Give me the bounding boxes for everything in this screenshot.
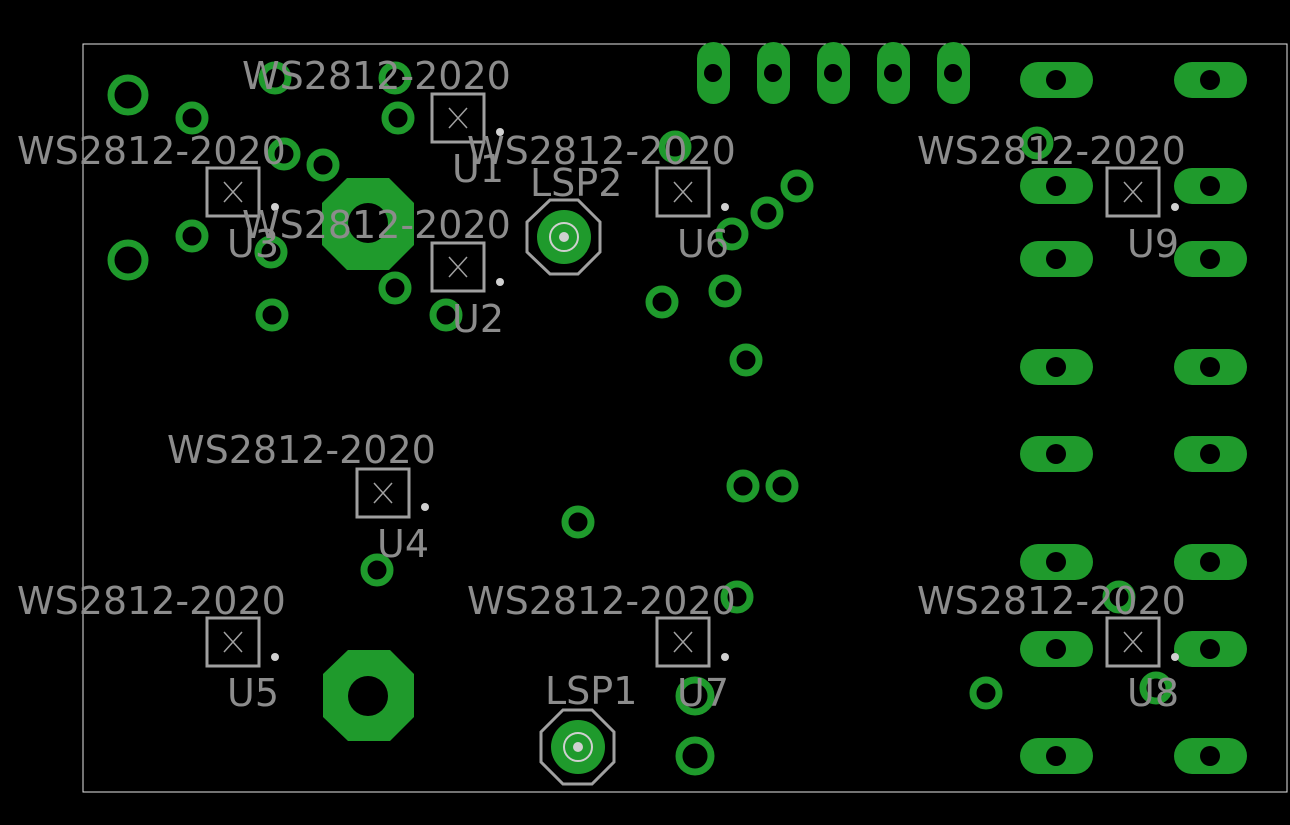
via [360, 553, 394, 587]
via [780, 169, 814, 203]
header-pin [817, 42, 850, 104]
via [1139, 671, 1173, 705]
u8-ref-label: U8 [1127, 671, 1179, 715]
oval-pad [1020, 241, 1093, 277]
led-u9 [1105, 166, 1179, 218]
oval-pad [1020, 436, 1093, 472]
via [175, 101, 209, 135]
lsp2-label: LSP2 [530, 161, 622, 205]
header-pin [697, 42, 730, 104]
via [658, 130, 692, 164]
board-outline [82, 43, 1288, 793]
oval-pad [1174, 738, 1247, 774]
oval-pad-column-right [1174, 62, 1247, 774]
via [729, 343, 763, 377]
via [765, 469, 799, 503]
header-pin [877, 42, 910, 104]
oval-pad-column-left [1020, 62, 1093, 774]
led-u7 [655, 616, 729, 668]
via-group [107, 61, 1173, 776]
oval-pad [1174, 631, 1247, 667]
u4-ref-label: U4 [377, 522, 429, 566]
led-u2 [430, 241, 504, 293]
via [378, 271, 412, 305]
via [306, 148, 340, 182]
via [254, 235, 288, 269]
silkscreen-labels: WS2812-2020 U1 WS2812-2020 U2 WS2812-202… [17, 54, 1186, 715]
via [1020, 126, 1054, 160]
via [258, 61, 292, 95]
u6-ref-label: U6 [677, 222, 729, 266]
via [107, 74, 149, 116]
u9-ref-label: U9 [1127, 222, 1179, 266]
u1-value-label: WS2812-2020 [242, 54, 511, 98]
mounting-hole-top [322, 178, 414, 270]
u5-value-label: WS2812-2020 [17, 579, 286, 623]
via [429, 298, 463, 332]
u8-value-label: WS2812-2020 [917, 579, 1186, 623]
oval-pad [1174, 62, 1247, 98]
u3-ref-label: U3 [227, 222, 279, 266]
led-u4 [355, 467, 429, 519]
via [675, 736, 715, 776]
mounting-hole-bottom [323, 650, 414, 741]
oval-pad [1020, 168, 1093, 204]
oval-pad [1174, 436, 1247, 472]
led-u1 [430, 92, 504, 144]
via [720, 580, 754, 614]
lsp1-label: LSP1 [545, 669, 637, 713]
via [675, 676, 715, 716]
via [750, 196, 784, 230]
via [726, 469, 760, 503]
via [378, 61, 412, 95]
u3-value-label: WS2812-2020 [17, 129, 286, 173]
via [107, 239, 149, 281]
pin-header-top [697, 42, 970, 104]
u7-ref-label: U7 [677, 671, 729, 715]
speaker-pad-lsp1 [539, 708, 616, 786]
via [645, 285, 679, 319]
oval-pad [1174, 349, 1247, 385]
led-u3 [205, 166, 279, 218]
oval-pad [1020, 631, 1093, 667]
via [381, 101, 415, 135]
oval-pad [1174, 544, 1247, 580]
u6-value-label: WS2812-2020 [467, 129, 736, 173]
led-u6 [655, 166, 729, 218]
u2-ref-label: U2 [452, 297, 504, 341]
via [715, 217, 749, 251]
led-u5 [205, 616, 279, 668]
oval-pad [1020, 738, 1093, 774]
led-u8 [1105, 616, 1179, 668]
oval-pad [1174, 168, 1247, 204]
via [969, 676, 1003, 710]
via [708, 274, 742, 308]
oval-pad [1174, 241, 1247, 277]
via [175, 219, 209, 253]
via [255, 298, 289, 332]
u2-value-label: WS2812-2020 [242, 203, 511, 247]
u7-value-label: WS2812-2020 [467, 579, 736, 623]
u4-value-label: WS2812-2020 [167, 428, 436, 472]
oval-pad [1020, 62, 1093, 98]
u5-ref-label: U5 [227, 671, 279, 715]
via [267, 137, 301, 171]
u1-ref-label: U1 [452, 147, 504, 191]
u9-value-label: WS2812-2020 [917, 129, 1186, 173]
via [561, 505, 595, 539]
via [1102, 580, 1136, 614]
speaker-pad-lsp2 [525, 198, 602, 276]
header-pin [937, 42, 970, 104]
oval-pad [1020, 544, 1093, 580]
oval-pad [1020, 349, 1093, 385]
header-pin [757, 42, 790, 104]
